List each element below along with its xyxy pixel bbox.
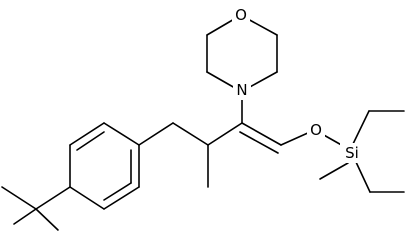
bond [35,208,59,231]
bond [103,186,140,210]
atom-label-o-enol: O [310,121,322,139]
bond [35,186,71,210]
morpholine-oxygen-atom: O [232,5,250,25]
bond [355,161,371,193]
bond [319,162,349,180]
atom-label-o-morpholine: O [235,6,247,24]
bond [103,182,132,201]
bond [138,122,174,146]
bond [239,131,279,154]
bond [103,122,140,146]
bond [1,186,37,210]
bond [172,122,209,146]
bond [352,110,370,145]
bond [206,17,237,36]
morpholine-nitrogen-atom: N [233,80,251,100]
bond [13,208,37,225]
bond [207,122,243,146]
bond [280,131,311,146]
bond [206,71,236,89]
atom-labels: O N O Si [232,5,364,163]
atom-label-n-morpholine: N [236,81,247,99]
atom-label-si: Si [345,144,359,162]
bond [69,186,105,210]
bond [247,71,278,89]
bond [241,122,282,146]
bond [76,131,105,151]
bond [245,17,278,36]
bonds [1,17,405,231]
enol-oxygen-atom: O [307,120,325,140]
bond [69,122,105,146]
silicon-atom: Si [340,143,364,163]
